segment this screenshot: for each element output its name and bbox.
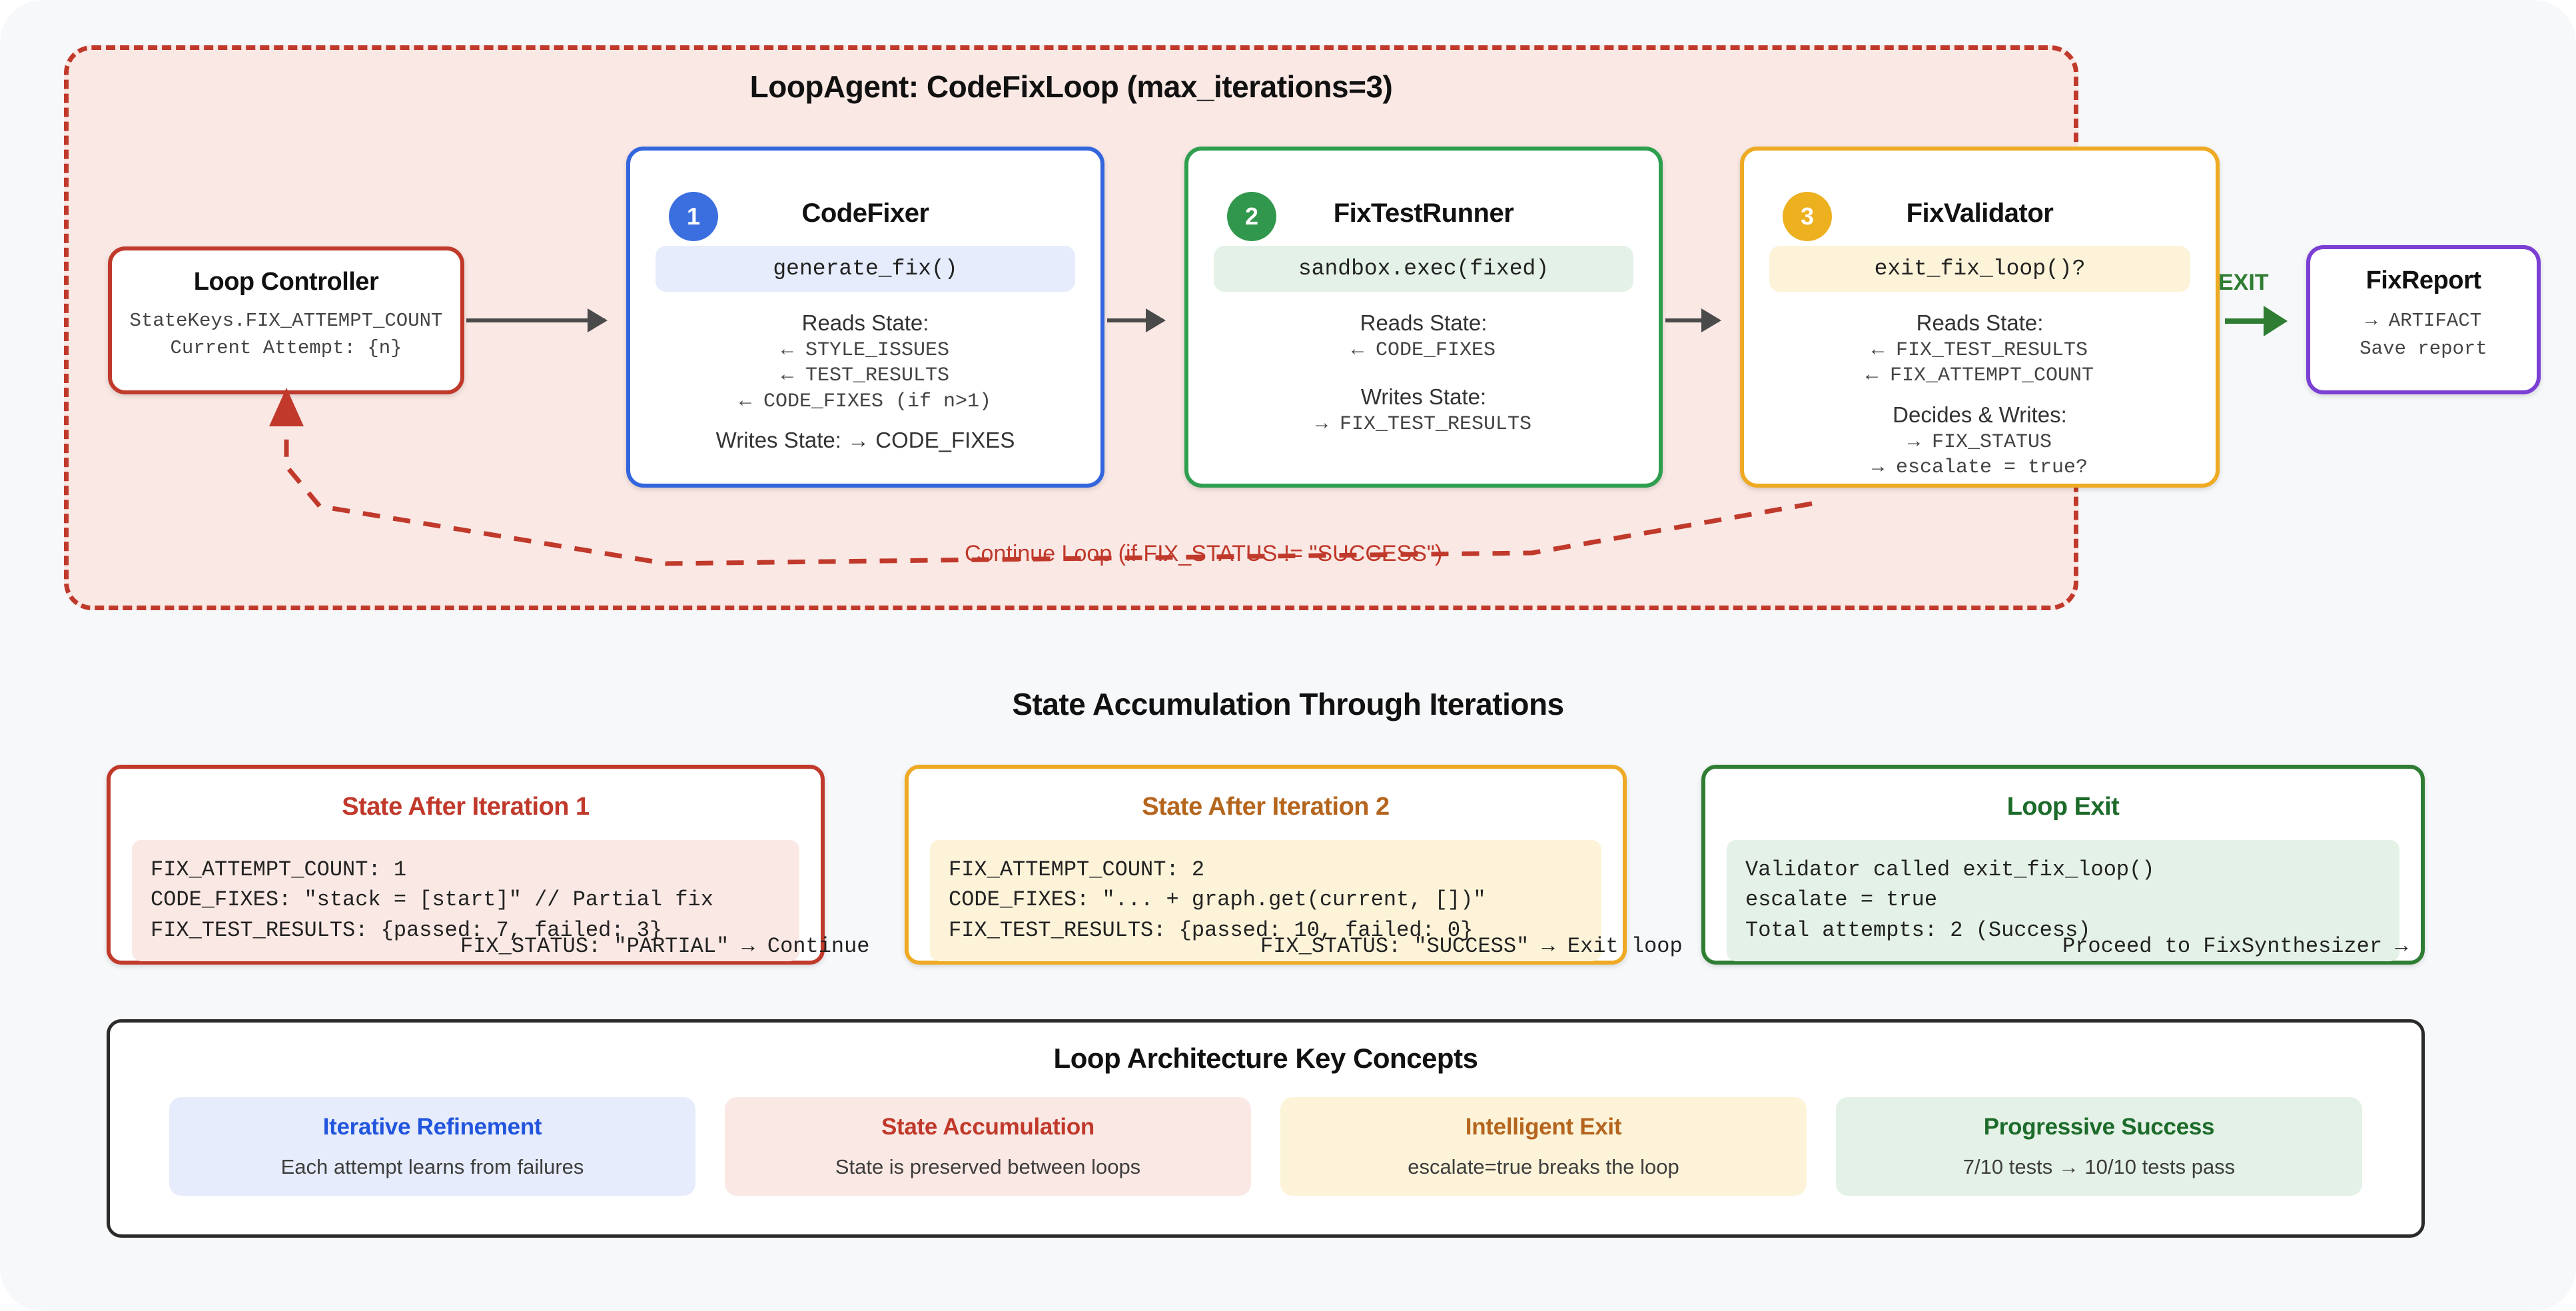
writes-state-label: Writes State: (1360, 384, 1487, 410)
reads-state-item: ← CODE_FIXES (1351, 338, 1496, 362)
fix-report-title: FixReport (2365, 266, 2481, 294)
concept-title: Iterative Refinement (322, 1114, 542, 1140)
agent-node-fixvalidator[interactable]: 3 FixValidator exit_fix_loop()? Reads St… (1740, 147, 2220, 488)
loop-controller-attempt: Current Attempt: {n} (170, 337, 402, 360)
writes-state-item: → FIX_STATUS (1907, 430, 2052, 454)
reads-state-label: Reads State: (1916, 310, 2044, 335)
arrow-fixtestrunner-to-fixvalidator (1665, 308, 1721, 332)
state-card-title: State After Iteration 1 (342, 793, 590, 821)
writes-state-label: Decides & Writes: (1893, 402, 2067, 427)
loop-agent-title: LoopAgent: CodeFixLoop (max_iterations=3… (749, 69, 1393, 104)
reads-state-item: ← FIX_ATTEMPT_COUNT (1865, 364, 2094, 388)
agent-node-fixtestrunner[interactable]: 2 FixTestRunner sandbox.exec(fixed) Read… (1184, 147, 1663, 488)
state-card-footer: Proceed to FixSynthesizer → (2062, 934, 2408, 959)
state-line: CODE_FIXES: "... + graph.get(current, []… (949, 887, 1486, 913)
concept-title: Intelligent Exit (1465, 1114, 1622, 1140)
state-card-body: Validator called exit_fix_loop() escalat… (1727, 840, 2399, 962)
key-concepts-title: Loop Architecture Key Concepts (1053, 1043, 1478, 1074)
arrow-controller-to-codefixer (466, 308, 608, 332)
writes-state-item: → FIX_TEST_RESULTS (1315, 413, 1532, 436)
fix-report-save: Save report (2360, 338, 2487, 360)
key-concepts-row: Iterative Refinement Each attempt learns… (110, 1097, 2421, 1196)
agent-title-fixvalidator: FixValidator (1906, 199, 2054, 228)
writes-state-item: → escalate = true? (1871, 456, 2088, 479)
state-card-body: FIX_ATTEMPT_COUNT: 2 CODE_FIXES: "... + … (930, 840, 1601, 962)
state-card-footer: FIX_STATUS: "PARTIAL" → Continue (460, 934, 870, 959)
concept-title: Progressive Success (1983, 1114, 2215, 1140)
concept-title: State Accumulation (881, 1114, 1095, 1140)
state-section-heading: State Accumulation Through Iterations (1012, 687, 1564, 721)
state-line: FIX_ATTEMPT_COUNT: 2 (949, 857, 1205, 882)
key-concepts-panel: Loop Architecture Key Concepts Iterative… (107, 1019, 2425, 1238)
state-card-title: Loop Exit (2006, 793, 2120, 821)
concept-state-accumulation[interactable]: State Accumulation State is preserved be… (725, 1097, 1251, 1196)
reads-state-item: ← FIX_TEST_RESULTS (1871, 338, 2088, 362)
agent-node-codefixer[interactable]: 1 CodeFixer generate_fix() Reads State: … (626, 147, 1104, 488)
arrow-exit-to-fixreport (2225, 306, 2288, 336)
state-card-iteration-2[interactable]: State After Iteration 2 FIX_ATTEMPT_COUN… (905, 765, 1627, 965)
agent-title-fixtestrunner: FixTestRunner (1333, 199, 1514, 228)
concept-subtitle: escalate=true breaks the loop (1408, 1155, 1679, 1178)
state-card-iteration-1[interactable]: State After Iteration 1 FIX_ATTEMPT_COUN… (107, 765, 825, 965)
loop-controller-title: Loop Controller (193, 268, 379, 296)
state-card-title: State After Iteration 2 (1142, 793, 1390, 821)
reads-state-item: ← CODE_FIXES (if n>1) (739, 390, 992, 413)
state-card-footer: FIX_STATUS: "SUCCESS" → Exit loop (1260, 934, 1683, 959)
reads-state-item: ← STYLE_ISSUES (781, 338, 950, 362)
step-badge-3: 3 (1783, 192, 1832, 241)
state-line: CODE_FIXES: "stack = [start]" // Partial… (151, 887, 713, 913)
state-card-body: FIX_ATTEMPT_COUNT: 1 CODE_FIXES: "stack … (132, 840, 799, 962)
step-badge-1: 1 (669, 192, 718, 241)
exit-label: EXIT (2218, 270, 2269, 295)
agent-code-fixvalidator: exit_fix_loop()? (1769, 246, 2190, 292)
arrow-codefixer-to-fixtestrunner (1107, 308, 1166, 332)
concept-subtitle: Each attempt learns from failures (280, 1155, 584, 1178)
loop-controller-statekey: StateKeys.FIX_ATTEMPT_COUNT (129, 310, 443, 332)
state-line: FIX_TEST_RESULTS: {passed: 7, failed: 3} (151, 917, 663, 943)
fix-report-artifact: → ARTIFACT (2365, 310, 2482, 332)
agent-code-codefixer: generate_fix() (655, 246, 1075, 292)
concept-iterative-refinement[interactable]: Iterative Refinement Each attempt learns… (169, 1097, 695, 1196)
loop-controller-node[interactable]: Loop Controller StateKeys.FIX_ATTEMPT_CO… (108, 246, 464, 394)
agent-code-fixtestrunner: sandbox.exec(fixed) (1214, 246, 1633, 292)
state-line: FIX_ATTEMPT_COUNT: 1 (151, 857, 407, 882)
concept-subtitle: 7/10 tests → 10/10 tests pass (1962, 1155, 2236, 1178)
state-card-loop-exit[interactable]: Loop Exit Validator called exit_fix_loop… (1701, 765, 2425, 965)
concept-progressive-success[interactable]: Progressive Success 7/10 tests → 10/10 t… (1836, 1097, 2362, 1196)
state-line: escalate = true (1745, 887, 1938, 913)
state-line: Validator called exit_fix_loop() (1745, 857, 2155, 882)
state-line: Total attempts: 2 (Success) (1745, 917, 2091, 943)
concept-subtitle: State is preserved between loops (835, 1155, 1141, 1178)
reads-state-item: ← TEST_RESULTS (781, 364, 950, 388)
reads-state-label: Reads State: (1360, 310, 1488, 335)
state-line: FIX_TEST_RESULTS: {passed: 10, failed: 0… (949, 917, 1474, 943)
reads-state-label: Reads State: (801, 310, 929, 335)
step-badge-2: 2 (1227, 192, 1276, 241)
concept-intelligent-exit[interactable]: Intelligent Exit escalate=true breaks th… (1280, 1097, 1807, 1196)
writes-state-label: Writes State: → CODE_FIXES (715, 428, 1015, 453)
continue-loop-label: Continue Loop (if FIX_STATUS != "SUCCESS… (965, 541, 1443, 566)
fix-report-node[interactable]: FixReport → ARTIFACT Save report (2306, 245, 2541, 394)
agent-title-codefixer: CodeFixer (801, 199, 929, 228)
